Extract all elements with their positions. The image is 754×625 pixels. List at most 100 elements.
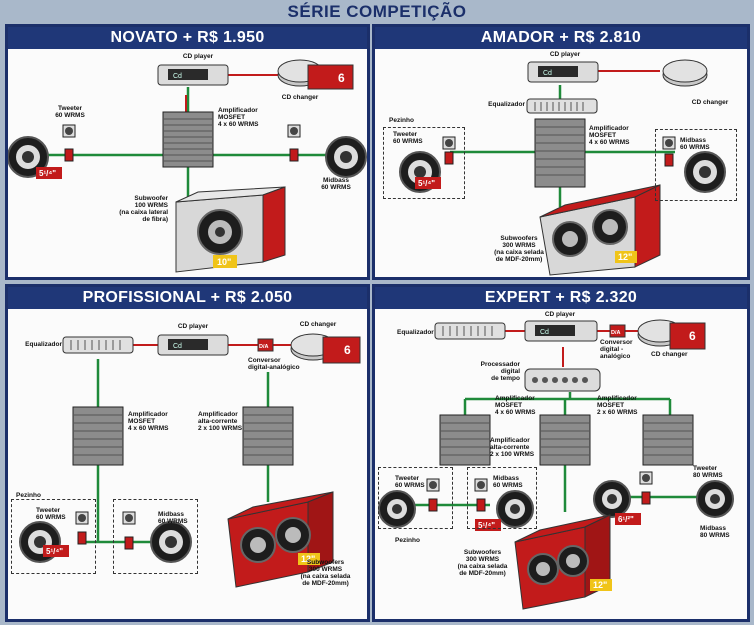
amador-cd-player: Cd <box>527 61 599 83</box>
profissional-midbass-right <box>150 521 192 563</box>
expert-amp1-label: Amplificador MOSFET 4 x 60 WRMS <box>495 395 536 416</box>
novato-sub-size-badge: 10" <box>213 255 237 268</box>
expert-converter-badge: D/A <box>611 330 621 336</box>
novato-speaker-size: 5¹/⁴" <box>39 169 56 178</box>
novato-cd-changer-label: CD changer <box>281 94 319 101</box>
amador-equalizer-label: Equalizador <box>488 101 525 108</box>
amador-diagram: Cd <box>399 59 726 276</box>
profissional-midbass-label: Midbass 60 WRMS <box>158 511 188 525</box>
profissional-equalizer <box>62 336 134 354</box>
svg-text:6: 6 <box>338 71 345 85</box>
panel-title-profissional: PROFISSIONAL + R$ 2.050 <box>8 287 367 309</box>
expert-midbass-mid <box>496 490 534 528</box>
amador-tweeter-left <box>442 136 456 165</box>
expert-speaker-size2-badge: 6¹/²" <box>615 513 641 525</box>
expert-converter: D/A <box>609 324 626 338</box>
profissional-sub-size: 12" <box>301 554 315 564</box>
expert-amp3 <box>642 414 694 466</box>
panel-novato: NOVATO + R$ 1.950 Cd <box>5 24 370 280</box>
profissional-tweeter-right <box>122 511 136 550</box>
novato-midbass-left <box>8 136 49 178</box>
expert-pezinho-label: Pezinho <box>395 537 420 544</box>
novato-subwoofer-box <box>175 186 286 273</box>
expert-converter-label: Conversor digital - analógico <box>600 339 633 360</box>
profissional-converter-badge: D/A <box>259 344 269 350</box>
profissional-amp1-label: Amplificador MOSFET 4 x 60 WRMS <box>128 411 169 432</box>
expert-subwoofer-box <box>514 514 611 610</box>
expert-equalizer <box>434 322 506 340</box>
expert-processor-label: Processador digital de tempo <box>480 361 520 382</box>
novato-cd-player: Cd <box>157 64 229 86</box>
expert-sub-size-badge: 12" <box>590 579 612 591</box>
expert-midbass-left <box>378 490 416 528</box>
novato-speaker-size-badge: 5¹/⁴" <box>36 167 62 179</box>
svg-text:Cd: Cd <box>543 70 552 77</box>
expert-cd-player: Cd <box>524 320 598 342</box>
novato-midbass-label: Midbass 60 WRMS <box>321 177 351 191</box>
novato-amplifier <box>162 111 214 168</box>
panel-title-expert: EXPERT + R$ 2.320 <box>375 287 747 309</box>
expert-cd-changer: 6 <box>637 319 706 350</box>
amador-pezinho-label: Pezinho <box>389 117 414 124</box>
expert-amp2-label: Amplificador alta-corrente 2 x 100 WRMS <box>490 437 535 458</box>
amador-midbass-right <box>684 151 726 193</box>
profissional-pezinho-label: Pezinho <box>16 492 41 499</box>
expert-amp1 <box>439 414 491 466</box>
expert-equalizer-label: Equalizador <box>397 329 434 336</box>
expert-processor <box>524 368 601 392</box>
novato-subwoofer-label: Subwoofer 100 WRMS (na caixa lateral de … <box>119 195 168 223</box>
profissional-cd-changer-label: CD changer <box>299 321 337 328</box>
profissional-cd-player: Cd <box>157 334 229 356</box>
profissional-tweeter-label: Tweeter 60 WRMS <box>36 507 66 521</box>
svg-text:Cd: Cd <box>540 329 549 336</box>
amador-cd-changer <box>662 59 708 87</box>
expert-left-speaker-group <box>378 467 453 529</box>
expert-midbass80-label: Midbass 80 WRMS <box>700 525 730 539</box>
panel-expert: EXPERT + R$ 2.320 <box>372 284 750 622</box>
amador-sub-size-badge: 12" <box>615 251 637 263</box>
page-title: SÉRIE COMPETIÇÃO <box>287 2 467 21</box>
expert-midbass-right-a <box>593 480 631 518</box>
profissional-sub-size-badge: 12" <box>298 553 320 565</box>
expert-mid-speaker-group <box>467 467 537 529</box>
amador-cd-player-label: CD player <box>549 51 581 58</box>
expert-cd-changer-label: CD changer <box>651 351 688 358</box>
expert-midbass-right-b <box>696 480 734 518</box>
novato-midbass-right <box>325 136 367 178</box>
amador-amp-label: Amplificador MOSFET 4 x 60 WRMS <box>589 125 630 146</box>
expert-diagram: Cd D/A 6 <box>378 319 734 610</box>
expert-cd-player-label: CD player <box>544 311 576 318</box>
amador-amplifier <box>534 118 586 188</box>
amador-speaker-size-badge: 5¹/⁴" <box>415 177 441 189</box>
amador-left-speaker-group <box>383 127 465 199</box>
amador-speaker-size: 5¹/⁴" <box>418 179 435 188</box>
expert-tweeter-left <box>426 478 440 512</box>
amador-subwoofers-label: Subwoofers 300 WRMS (na caixa selada de … <box>494 235 544 263</box>
profissional-changer-badge: 6 <box>344 343 351 357</box>
svg-text:Cd: Cd <box>173 73 182 80</box>
expert-midbass-label: Midbass 60 WRMS <box>493 475 523 489</box>
expert-tweeter60-label: Tweeter 60 WRMS <box>395 475 425 489</box>
novato-sub-size: 10" <box>217 257 231 267</box>
amador-tweeter-right <box>662 136 676 167</box>
expert-speaker-size2: 6¹/²" <box>618 515 634 524</box>
expert-sub-size: 12" <box>593 580 607 590</box>
expert-amp3-label: Amplificador MOSFET 2 x 60 WRMS <box>597 395 638 416</box>
profissional-cd-player-label: CD player <box>177 323 209 330</box>
novato-tweeter-right <box>287 124 301 162</box>
profissional-diagram: Cd D/A 6 <box>19 333 361 588</box>
profissional-amp1 <box>72 406 124 466</box>
profissional-cd-changer: 6 <box>290 333 361 364</box>
expert-tweeter-right <box>639 471 653 505</box>
profissional-left-speaker-group <box>11 499 96 574</box>
amador-sub-size: 12" <box>618 252 632 262</box>
profissional-equalizer-label: Equalizador <box>25 341 62 348</box>
amador-subwoofer-box <box>539 184 661 276</box>
profissional-speaker-size-badge: 5¹/⁴" <box>43 545 69 557</box>
panel-profissional: PROFISSIONAL + R$ 2.050 Cd <box>5 284 370 622</box>
profissional-speaker-size: 5¹/⁴" <box>46 547 63 556</box>
expert-tweeter80-label: Tweeter 80 WRMS <box>693 465 723 479</box>
amador-right-speaker-group <box>655 129 737 201</box>
amador-cd-changer-label: CD changer <box>691 99 729 106</box>
